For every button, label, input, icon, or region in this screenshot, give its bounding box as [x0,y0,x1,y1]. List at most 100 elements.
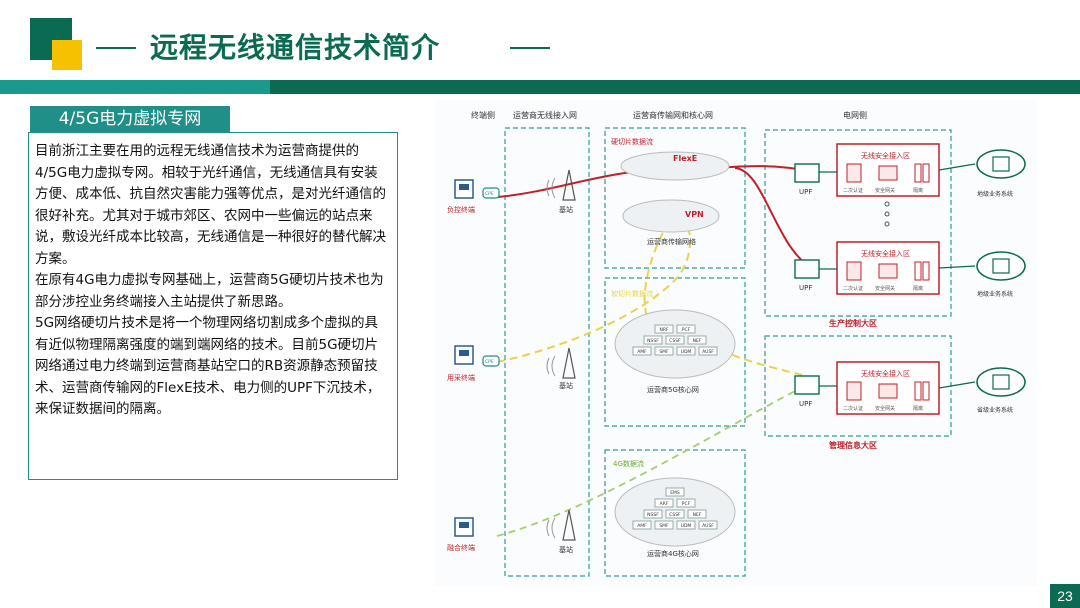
network-function-label: EMS [670,490,680,496]
ellipsis-dot [884,211,890,217]
terminal-fusion: 融合终端 [447,517,475,552]
base-station-3: 基站 [546,509,576,554]
network-function-box [687,509,707,519]
cpe-2: CPE [482,355,500,367]
network-function-label: SMF [659,349,669,355]
upf-label: UPF [799,400,812,408]
paragraph: 5G网络硬切片技术是将一个物理网络切割成多个虚拟的具有近似物理隔离强度的端到端网… [35,315,381,417]
network-function-box [665,487,685,497]
network-function-box [654,498,674,508]
isolation-icon [914,163,922,183]
system-label: 省级业务系统 [977,406,1013,414]
network-function-label: SMF [659,523,669,529]
network-function-label: AMF [637,523,647,529]
core-5g-label: 运营商5G核心网 [647,385,699,394]
network-function-box [643,335,663,345]
col-grid-label: 电网侧 [843,110,867,120]
isolation-icon [922,163,930,183]
network-function-box [643,509,663,519]
isolation-icon [914,381,922,401]
network-function-label: AUSF [702,523,714,529]
business-system-3: 省级业务系统 [976,367,1026,414]
network-function-label: AMF [637,349,647,355]
terminal-acquisition: 用采终端 [447,345,475,382]
network-function-box [676,324,696,334]
network-function-box [676,498,696,508]
secure-access-box-1: 无线安全接入区 二次认证 安全网关 隔离 [836,143,940,197]
network-function-box [654,346,674,356]
ellipsis-dot [884,201,890,207]
transport-net-label: 运营商传输网络 [647,237,696,246]
upf-icon [794,163,820,183]
upf-label: UPF [799,188,812,196]
page-number: 23 [1050,584,1080,608]
gateway-icon [878,263,898,279]
network-function-label: CSSF [669,338,681,344]
cloud-system-icon [976,149,1026,179]
zone-mgmt-label: 管理信息大区 [829,440,877,450]
cpe-icon [482,355,500,367]
network-function-label: ARF [660,501,669,507]
terminal-label: 用采终端 [447,373,475,382]
signal-icon [546,517,556,539]
system-link [938,381,976,389]
network-function-box [665,509,685,519]
network-function-box [654,324,674,334]
server-icon [992,258,1010,274]
gateway-icon [878,165,898,181]
stream-4g-label: 4G数据流 [613,459,644,468]
server-icon [992,374,1010,390]
lte-line [496,381,814,537]
core-4g-label: 运营商4G核心网 [647,549,699,558]
title-deco-yellow-square [52,40,82,70]
sec-item-label: 二次认证 [843,285,863,292]
section-tag: 4/5G电力虚拟专网 [30,106,230,132]
base-station-label: 基站 [559,545,573,554]
isolation-icon [914,261,922,281]
network-function-box [654,520,674,530]
col-core-label: 运营商传输网和核心网 [633,110,713,120]
sec-item-label: 二次认证 [843,405,863,412]
auth-server-icon [846,261,862,281]
sec-item-label: 安全网关 [875,285,895,292]
core-4g-region [604,449,746,577]
secure-access-label: 无线安全接入区 [861,249,910,258]
network-function-box [665,335,685,345]
flexe-cloud [620,151,730,181]
description-box: 目前浙江主要在用的远程无线通信技术为运营商提供的4/5G电力虚拟专网。相较于光纤… [28,132,398,480]
network-function-label: NEF [693,338,702,344]
signal-icon [546,355,556,377]
sec-item-label: 隔离 [913,187,923,194]
cpe-label: CPE [485,359,494,365]
network-function-label: PCF [682,501,691,507]
page-title: 远程无线通信技术简介 [150,31,441,64]
network-function-label: NSSF [647,512,659,518]
title-dash-right [510,47,550,49]
network-function-label: CSSF [669,512,681,518]
zone-prod-label: 生产控制大区 [829,318,877,328]
network-function-box [676,520,696,530]
tower-icon [562,169,576,201]
header-bar [0,80,1080,94]
col-terminal-label: 终端侧 [471,110,495,120]
network-function-label: NRF [659,327,668,333]
system-link [938,163,976,171]
network-function-label: NSSF [647,338,659,344]
network-function-label: UDM [681,523,692,529]
cpe-label: CPE [485,191,494,197]
isolation-icon [922,261,930,281]
terminal-screen [459,350,469,356]
base-station-2: 基站 [546,347,576,390]
server-icon [992,156,1010,172]
title-dash-left [96,47,136,49]
terminal-label: 负控终端 [447,205,475,214]
auth-server-icon [846,163,862,183]
base-station-1: 基站 [546,169,576,214]
system-label: 地级业务系统 [977,190,1013,198]
network-function-label: AUSF [702,349,714,355]
sec-item-label: 二次认证 [843,187,863,194]
base-station-label: 基站 [559,205,573,214]
wireless-access-region [504,127,590,577]
network-function-label: PCF [682,327,691,333]
